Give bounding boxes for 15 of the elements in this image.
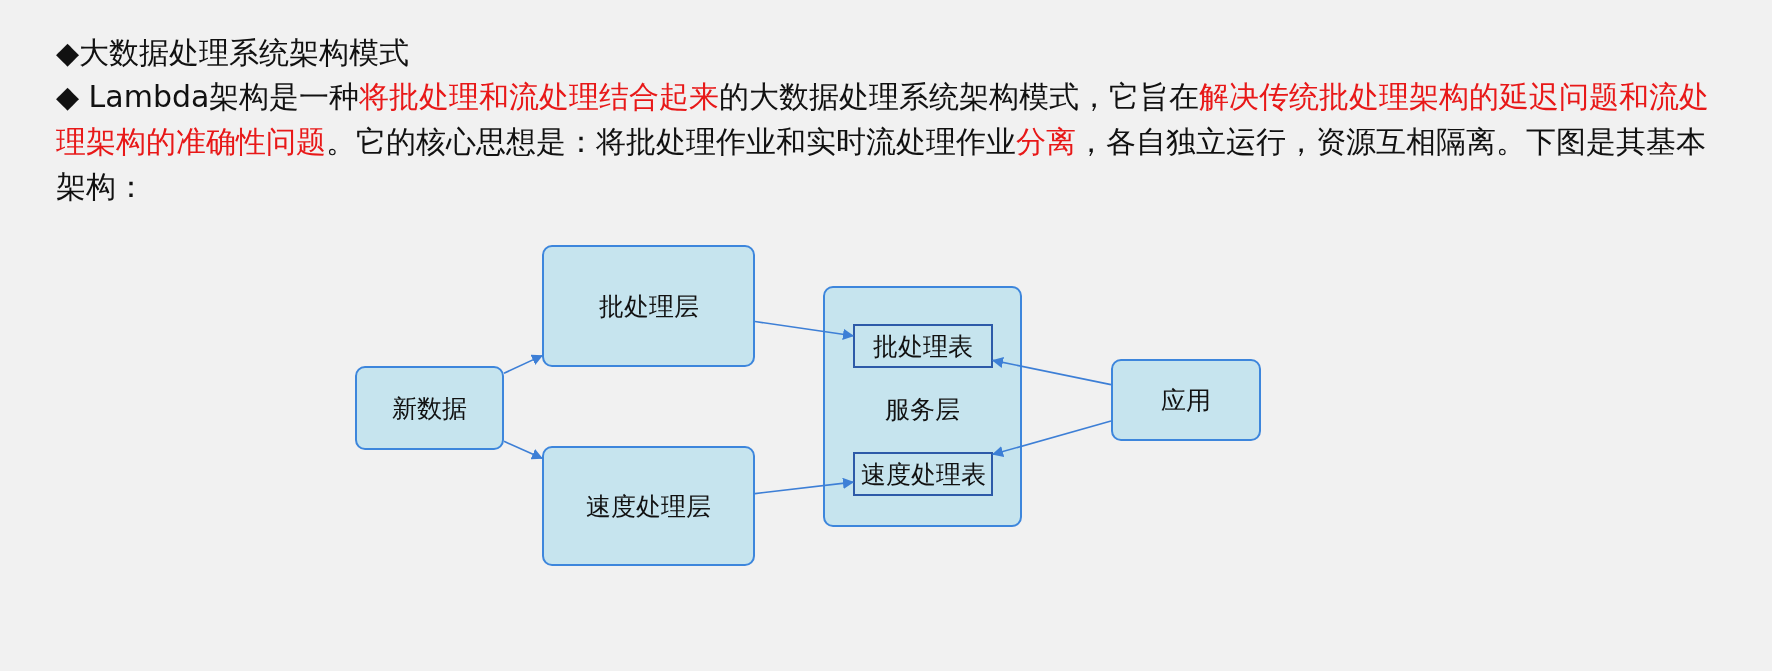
process-box: 应用	[1111, 359, 1261, 441]
arrow	[503, 354, 543, 375]
arrow	[754, 477, 855, 495]
table-box: 批处理表	[853, 324, 993, 368]
layer-container	[823, 286, 1022, 527]
arrow	[754, 320, 855, 340]
paragraph: ◆ Lambda架构是一种将批处理和流处理结合起来的大数据处理系统架构模式，它旨在解决传统批处理架构的延迟问题和流处理架构的准确性问题。它的核心思想是：将批处理作业和实时流处理作业分离，各自独立运行，资源互相隔离。下图是其基本架构：	[56, 78, 1711, 206]
process-box: 新数据	[355, 366, 504, 450]
arrow	[503, 440, 543, 460]
arrow	[991, 420, 1112, 457]
heading: ◆大数据处理系统架构模式	[56, 34, 410, 72]
process-box: 速度处理层	[542, 446, 755, 566]
table-box: 速度处理表	[853, 452, 993, 496]
process-box: 批处理层	[542, 245, 755, 367]
layer-label: 服务层	[884, 393, 961, 426]
